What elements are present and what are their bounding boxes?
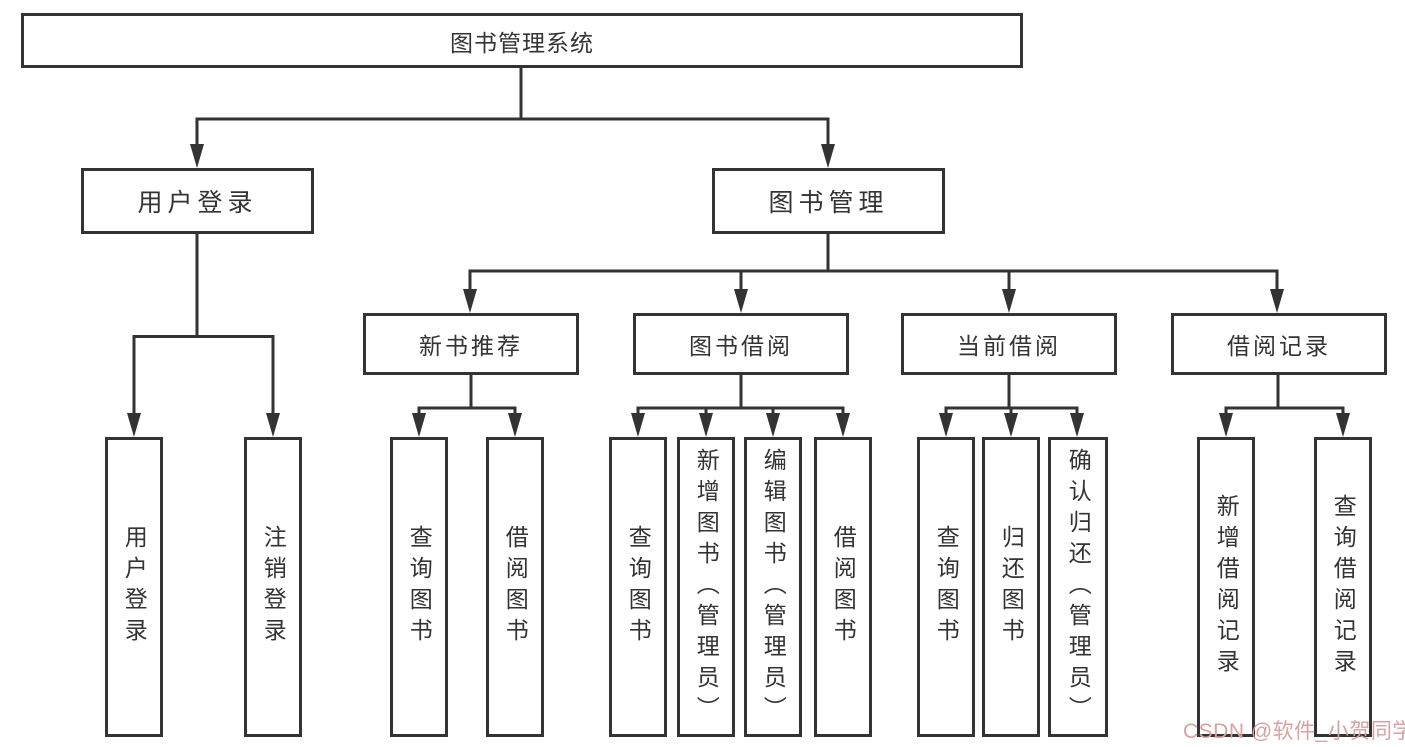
leaf-current-query-book: 查询图书 — [917, 437, 975, 737]
leaf-current-query-book-label: 查询图书 — [933, 525, 960, 649]
leaf-logout: 注销登录 — [244, 437, 302, 737]
node-book-management: 图书管理 — [712, 168, 945, 234]
node-new-book-recommend: 新书推荐 — [363, 313, 579, 375]
leaf-recommend-query-book-label: 查询图书 — [406, 525, 433, 649]
leaf-recommend-borrow-book: 借阅图书 — [486, 437, 544, 737]
node-current-borrowing: 当前借阅 — [901, 313, 1117, 375]
leaf-logout-label: 注销登录 — [260, 525, 287, 649]
node-root: 图书管理系统 — [21, 13, 1023, 68]
leaf-borrowing-edit-book: 编辑图书（管理员） — [744, 437, 802, 737]
node-book-borrowing: 图书借阅 — [633, 313, 849, 375]
node-book-borrowing-label: 图书借阅 — [689, 333, 793, 359]
leaf-current-return-book-label: 归还图书 — [998, 525, 1025, 649]
node-user-login-label: 用户登录 — [137, 189, 258, 217]
node-user-login: 用户登录 — [81, 168, 314, 234]
leaf-borrowing-add-book: 新增图书（管理员） — [677, 437, 735, 737]
leaf-user-login: 用户登录 — [105, 437, 163, 737]
leaf-current-return-book: 归还图书 — [982, 437, 1040, 737]
leaf-current-confirm-return-label: 确认归还（管理员） — [1065, 447, 1092, 727]
leaf-records-query-record-label: 查询借阅记录 — [1330, 494, 1357, 680]
leaf-borrowing-query-book-label: 查询图书 — [625, 525, 652, 649]
leaf-user-login-label: 用户登录 — [121, 525, 148, 649]
leaf-recommend-borrow-book-label: 借阅图书 — [502, 525, 529, 649]
leaf-recommend-query-book: 查询图书 — [390, 437, 448, 737]
leaf-borrowing-borrow-book: 借阅图书 — [814, 437, 872, 737]
leaf-borrowing-borrow-book-label: 借阅图书 — [830, 525, 857, 649]
node-book-management-label: 图书管理 — [768, 189, 889, 217]
node-borrow-records: 借阅记录 — [1171, 313, 1387, 375]
leaf-borrowing-query-book: 查询图书 — [609, 437, 667, 737]
watermark: CSDN @软件_小贺同学 — [1183, 720, 1405, 743]
node-root-label: 图书管理系统 — [450, 29, 594, 56]
node-new-book-recommend-label: 新书推荐 — [419, 333, 523, 359]
leaf-records-add-record-label: 新增借阅记录 — [1213, 494, 1240, 680]
node-current-borrowing-label: 当前借阅 — [957, 333, 1061, 359]
leaf-borrowing-add-book-label: 新增图书（管理员） — [693, 447, 720, 727]
leaf-borrowing-edit-book-label: 编辑图书（管理员） — [760, 447, 787, 727]
leaf-records-add-record: 新增借阅记录 — [1197, 437, 1255, 737]
leaf-current-confirm-return: 确认归还（管理员） — [1048, 437, 1108, 737]
node-borrow-records-label: 借阅记录 — [1227, 333, 1331, 359]
leaf-records-query-record: 查询借阅记录 — [1314, 437, 1372, 737]
